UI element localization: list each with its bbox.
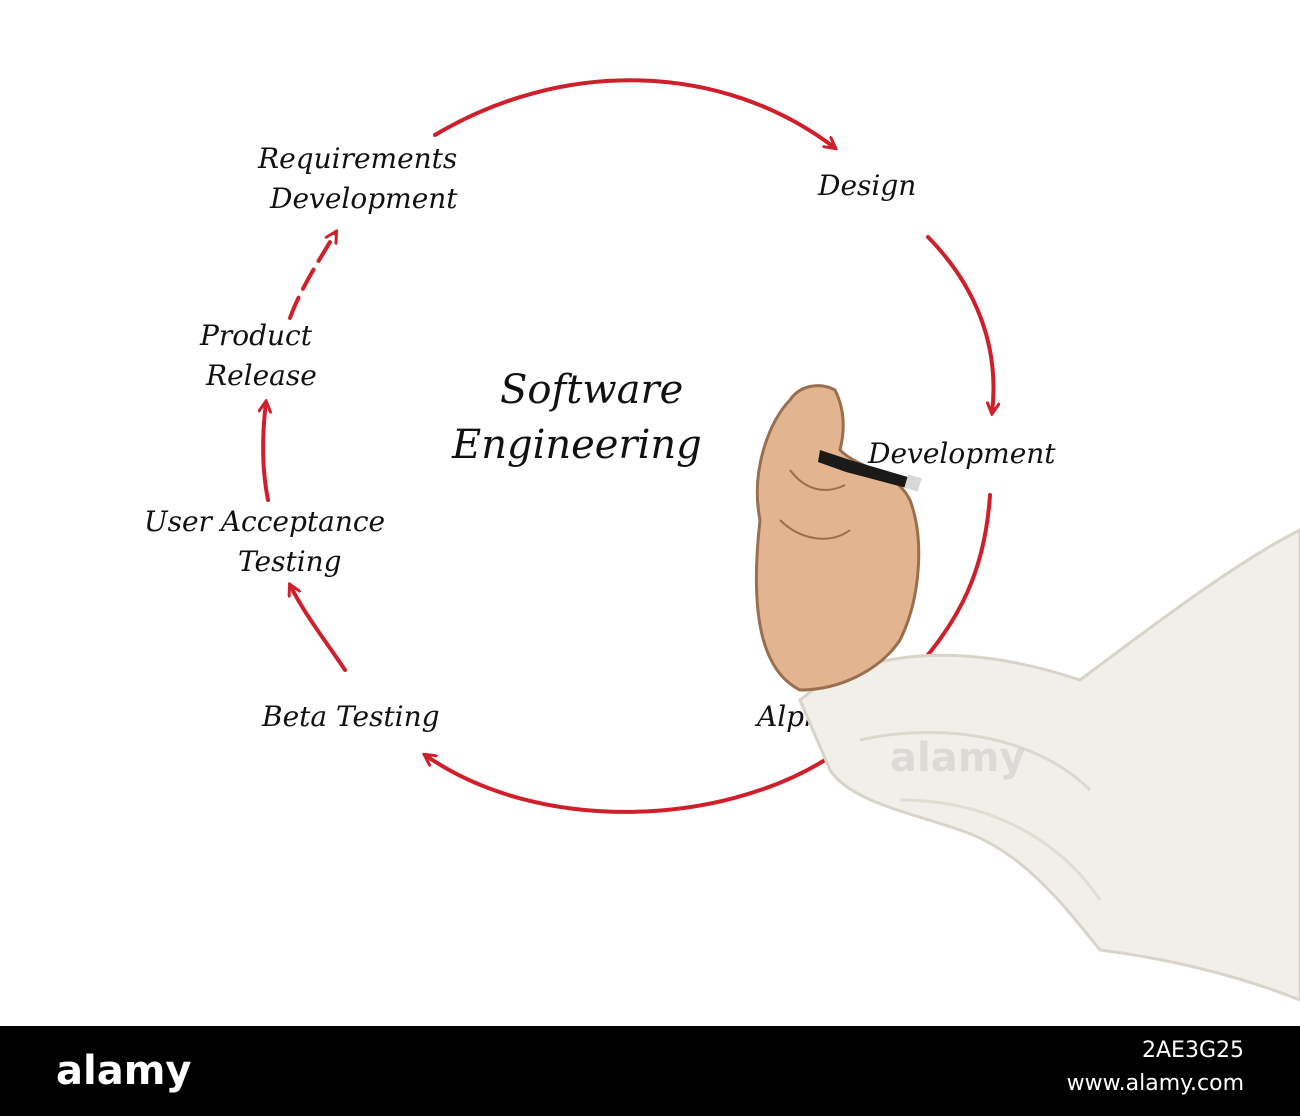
center-title-line1: Software (500, 367, 684, 413)
stage-release-line2: Release (206, 359, 317, 392)
stage-beta-testing: Beta Testing (262, 700, 440, 733)
stage-uat-line1: User Acceptance (144, 505, 386, 538)
arrow-release-to-requirements (288, 232, 336, 320)
stage-requirements-line2: Development (270, 182, 458, 215)
watermark: alamy (890, 735, 1026, 781)
hand-with-marker-illustration (754, 384, 1300, 1002)
footer-logo: alamy (56, 1048, 192, 1094)
footer-bar: alamy 2AE3G25 www.alamy.com (0, 1026, 1300, 1116)
site-url: www.alamy.com (1066, 1071, 1244, 1096)
arrow-development-to-alpha (915, 493, 992, 670)
arrow-requirements-to-design (433, 78, 835, 148)
arrow-uat-to-release (263, 402, 268, 502)
stage-requirements-line1: Requirements (258, 142, 458, 175)
stage-uat-line2: Testing (238, 545, 342, 578)
cycle-arrows (0, 78, 1300, 814)
arrow-alpha-to-beta (425, 755, 827, 814)
center-title-line2: Engineering (452, 422, 702, 468)
arrow-design-to-development (926, 235, 993, 413)
image-code: 2AE3G25 (1142, 1038, 1244, 1063)
stage-design: Design (818, 169, 917, 202)
stage-development: Development (868, 437, 1056, 470)
footer-id-block: 2AE3G25 www.alamy.com (1067, 1038, 1244, 1096)
arrow-beta-to-uat (290, 585, 347, 672)
diagram-canvas: Software Engineering Requirements Develo… (0, 78, 1300, 1002)
stage-release-line1: Product (200, 319, 312, 352)
